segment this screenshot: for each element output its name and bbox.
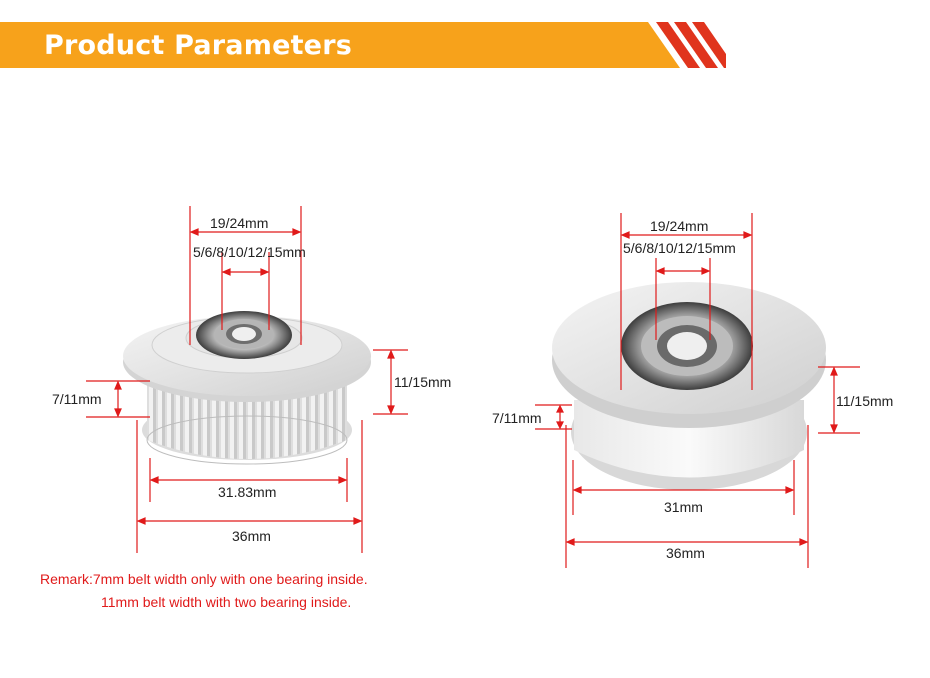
right-outer-diameter-label: 19/24mm <box>650 218 709 234</box>
header-banner <box>0 22 726 68</box>
remark-line-2: 11mm belt width with two bearing inside. <box>101 594 352 610</box>
right-body-diameter-label: 31mm <box>664 499 703 515</box>
left-belt-width-label: 7/11mm <box>52 391 102 407</box>
left-flange-height-label: 11/15mm <box>394 374 452 390</box>
left-tooth-diameter-label: 31.83mm <box>218 484 277 500</box>
left-overall-diameter-label: 36mm <box>232 528 271 544</box>
left-dimension-lines <box>86 206 408 553</box>
right-belt-width-label: 7/11mm <box>492 410 542 426</box>
remark-line-1: Remark:7mm belt width only with one bear… <box>40 571 368 587</box>
page-title: Product Parameters <box>44 30 352 61</box>
left-outer-diameter-label: 19/24mm <box>210 215 269 231</box>
left-bore-label: 5/6/8/10/12/15mm <box>193 244 306 260</box>
right-overall-diameter-label: 36mm <box>666 545 705 561</box>
right-pulley-illustration <box>552 282 826 490</box>
right-dimension-lines <box>535 213 860 568</box>
right-flange-height-label: 11/15mm <box>836 393 894 409</box>
left-pulley-illustration <box>123 311 371 465</box>
right-bore-label: 5/6/8/10/12/15mm <box>623 240 736 256</box>
